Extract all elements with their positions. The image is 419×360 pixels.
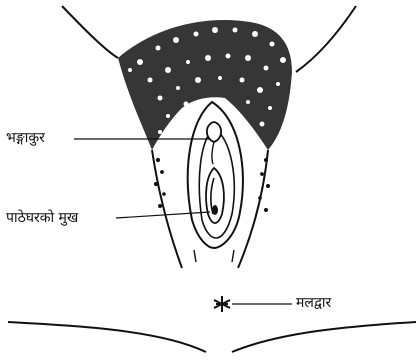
label-clitoris: भङ्गाकुर [6, 130, 45, 146]
perineum-lines [194, 250, 234, 262]
right-buttock-outline [232, 322, 416, 352]
right-thigh-outline [296, 6, 356, 72]
anus-mark [214, 296, 230, 312]
pubic-hair-region [118, 20, 292, 212]
vaginal-opening-leader-line [116, 212, 210, 218]
label-vaginal-opening: पाठेघरको मुख [6, 210, 78, 226]
clitoris-shape [207, 122, 221, 164]
labia-majora-left [152, 150, 182, 268]
left-thigh-outline [62, 6, 118, 58]
vaginal-opening-shape [206, 168, 224, 223]
label-anus: मलद्वार [296, 295, 331, 311]
left-buttock-outline [8, 322, 206, 352]
